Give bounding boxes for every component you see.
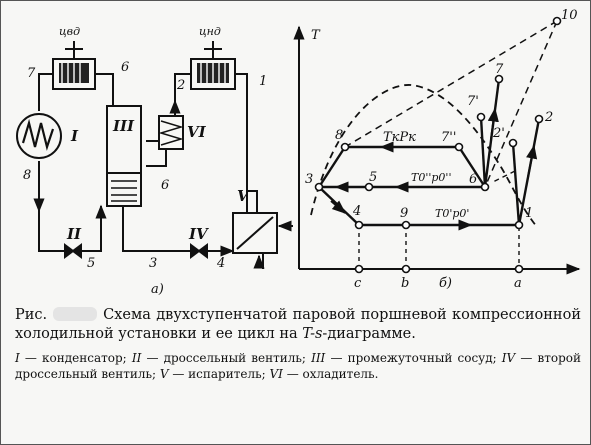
point-label: 4: [216, 256, 225, 271]
point-label: 7'': [441, 130, 456, 145]
condenser-icon: [16, 113, 62, 159]
hp-compressor-icon: [52, 41, 96, 90]
legend-text: — промежуточный сосуд;: [325, 351, 502, 365]
point-label: 1: [525, 206, 533, 221]
legend-num: V: [159, 367, 169, 381]
point-label: 7': [467, 94, 479, 109]
s-mark-label: c: [354, 276, 362, 291]
point-label: 10: [561, 8, 578, 23]
intermediate-vessel-icon: [106, 105, 142, 207]
schematic: [16, 41, 293, 269]
legend-text: — конденсатор;: [19, 351, 132, 365]
cooler-icon: [158, 115, 184, 150]
point-label: 2: [176, 78, 185, 93]
figure-drawing: цвд цнд 1 2 3 4 5 6 6 7 8 I II III IV V …: [16, 8, 581, 297]
point-label: 4: [352, 204, 361, 219]
component-label: III: [112, 117, 135, 135]
lp-compressor-label: цнд: [199, 25, 221, 38]
point-label: 5: [87, 256, 95, 271]
schematic-labels: цвд цнд 1 2 3 4 5 6 6 7 8 I II III IV V …: [23, 25, 267, 297]
figure-caption: Рис.Схема двухступенчатой паровой поршне…: [15, 306, 581, 382]
point-label: 2: [544, 110, 553, 125]
lp-compressor-icon: [190, 41, 236, 90]
component-label: V: [237, 187, 250, 205]
line-label: T0''p0'': [411, 171, 451, 184]
caption-title-text: Схема двухступенчатой паровой поршневой …: [15, 307, 581, 342]
redacted-number: [53, 307, 98, 321]
point-label: 5: [369, 170, 377, 185]
point-label: 3: [149, 256, 157, 271]
point-label: 8: [335, 128, 343, 143]
legend-num: II: [131, 351, 142, 365]
throttle-valve-icon: [64, 243, 82, 259]
schematic-sublabel: а): [151, 282, 164, 297]
ts-sublabel: б): [439, 276, 452, 291]
component-label: VI: [187, 123, 207, 141]
legend-num: III: [311, 351, 326, 365]
point-label: 2': [492, 126, 505, 141]
point-label: 6: [469, 172, 477, 187]
line-label: TкPк: [383, 130, 416, 145]
s-mark-label: b: [401, 276, 409, 291]
caption-title: Рис.Схема двухступенчатой паровой поршне…: [15, 306, 581, 344]
caption-prefix: Рис.: [15, 307, 48, 323]
line-label: T0'p0': [435, 207, 469, 220]
legend-text: — дроссельный вентиль;: [141, 351, 312, 365]
ts-diagram: [293, 16, 581, 275]
legend-text: — охладитель.: [282, 367, 379, 381]
component-label: I: [70, 127, 79, 145]
legend-num: IV: [501, 351, 516, 365]
point-label: 6: [161, 178, 169, 193]
evaporator-icon: [232, 212, 278, 254]
caption-title-italic: T-s: [302, 326, 323, 342]
point-label: 7: [495, 62, 504, 77]
legend-num: I: [15, 351, 20, 365]
point-label: 9: [400, 206, 408, 221]
point-label: 3: [305, 172, 313, 187]
component-label: IV: [188, 225, 209, 243]
legend-num: VI: [269, 367, 283, 381]
point-label: 1: [259, 74, 267, 89]
s-mark-label: a: [514, 276, 522, 291]
legend-text: — испаритель;: [168, 367, 270, 381]
hp-compressor-label: цвд: [59, 25, 80, 38]
caption-title-end: -диаграмме.: [322, 326, 416, 342]
point-label: 7: [27, 66, 36, 81]
component-label: II: [66, 225, 82, 243]
ts-diagram-labels: T 1 2 2' 3 4 5 6 7 7' 7'' 8 9 10 TкPк T0…: [305, 8, 578, 291]
caption-legend: I — конденсатор; II — дроссельный вентил…: [15, 350, 581, 382]
point-label: 6: [121, 60, 129, 75]
second-throttle-valve-icon: [190, 243, 208, 259]
point-label: 8: [23, 168, 31, 183]
t-axis-label: T: [311, 28, 321, 43]
legend-text: — второй дроссельный вентиль;: [15, 351, 581, 381]
